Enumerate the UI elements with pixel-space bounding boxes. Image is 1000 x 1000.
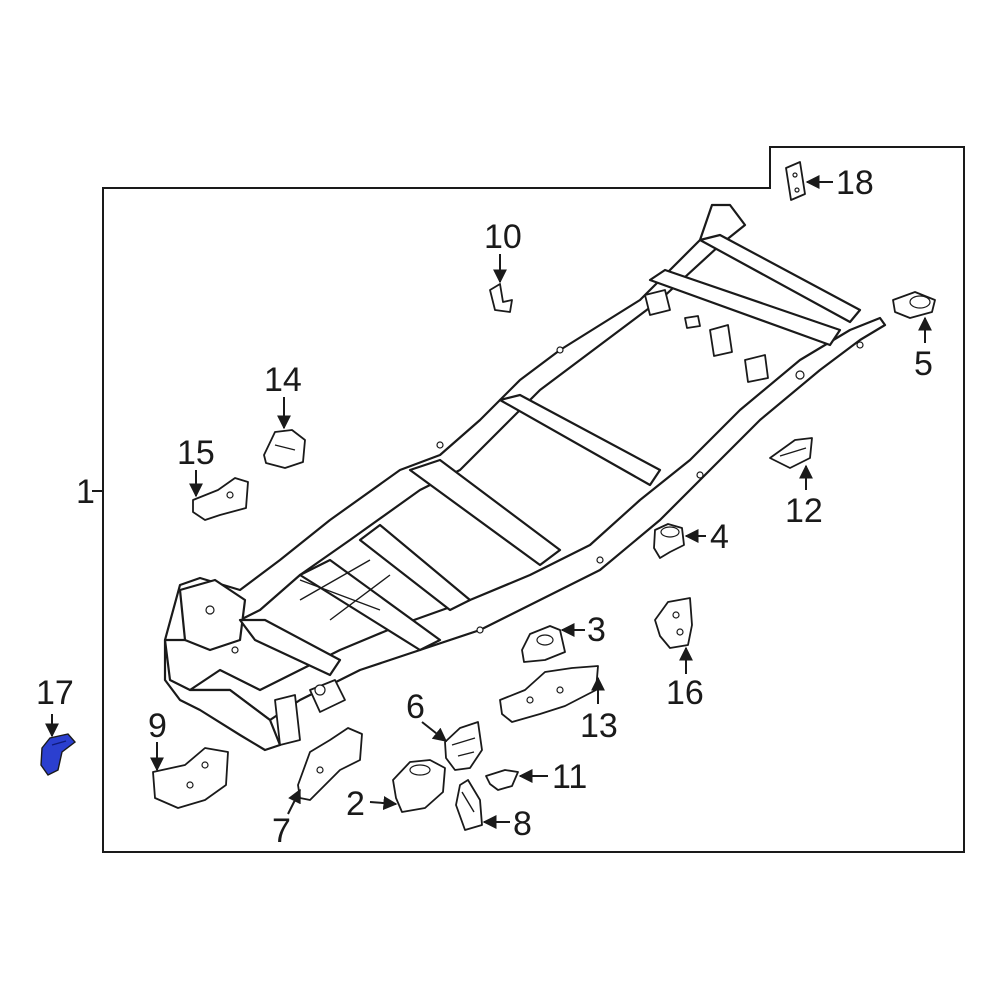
part-7[interactable]: 7: [272, 727, 363, 850]
callout-11-label: 11: [552, 758, 587, 796]
part-2[interactable]: 2: [346, 759, 446, 823]
part-13[interactable]: 13: [499, 665, 618, 745]
callout-5-label: 5: [914, 345, 933, 383]
callout-1-label: 1: [76, 473, 95, 511]
vehicle-frame[interactable]: [163, 203, 887, 752]
callout-15-label: 15: [177, 434, 215, 472]
callout-2-label: 2: [346, 785, 365, 823]
callout-6-label: 6: [406, 688, 425, 726]
callout-4-label: 4: [710, 518, 729, 556]
part-12[interactable]: 12: [769, 437, 823, 530]
callout-18-label: 18: [836, 164, 874, 202]
callout-14-label: 14: [264, 361, 302, 399]
part-10[interactable]: 10: [484, 218, 522, 313]
callout-3-label: 3: [587, 611, 606, 649]
part-17-highlighted[interactable]: 17: [36, 674, 77, 776]
callout-13-label: 13: [580, 707, 618, 745]
callout-10-label: 10: [484, 218, 522, 256]
part-18[interactable]: 18: [785, 161, 874, 202]
part-3[interactable]: 3: [521, 611, 606, 663]
callout-8-label: 8: [513, 805, 532, 843]
part-16[interactable]: 16: [654, 597, 704, 712]
callout-7-label: 7: [272, 812, 291, 850]
callout-16-label: 16: [666, 674, 704, 712]
part-6[interactable]: 6: [406, 688, 483, 771]
part-4[interactable]: 4: [653, 518, 729, 559]
part-14[interactable]: 14: [263, 361, 306, 469]
callout-1[interactable]: 1: [76, 473, 103, 511]
callout-9-label: 9: [148, 707, 167, 745]
part-11[interactable]: 11: [485, 758, 587, 796]
callout-12-label: 12: [785, 492, 823, 530]
part-8[interactable]: 8: [455, 779, 532, 843]
callout-17-label: 17: [36, 674, 74, 712]
part-9[interactable]: 9: [148, 707, 229, 809]
part-5[interactable]: 5: [892, 291, 936, 383]
part-15[interactable]: 15: [177, 434, 249, 521]
assembly-boundary: [102, 146, 965, 853]
